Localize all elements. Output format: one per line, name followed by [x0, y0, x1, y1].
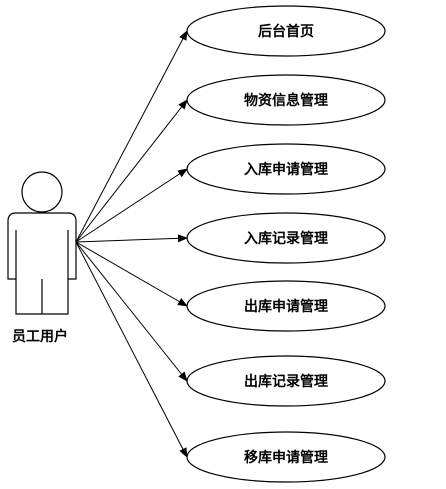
use-case-ellipse: [186, 431, 386, 483]
use-case-5: 出库申请管理: [186, 280, 386, 332]
actor-body: [7, 212, 77, 315]
actor-head: [21, 171, 63, 213]
use-case-label: 入库记录管理: [244, 230, 328, 247]
use-case-ellipse: [186, 355, 386, 407]
use-case-label: 移库申请管理: [244, 449, 328, 466]
use-case-7: 移库申请管理: [186, 431, 386, 483]
use-case-4: 入库记录管理: [186, 212, 386, 264]
use-case-2: 物资信息管理: [186, 74, 386, 126]
use-case-ellipse: [186, 212, 386, 264]
use-case-label: 后台首页: [258, 23, 314, 40]
actor-label: 员工用户: [12, 328, 68, 345]
use-case-3: 入库申请管理: [186, 143, 386, 195]
use-case-ellipse: [186, 143, 386, 195]
association-line-5: [75, 241, 188, 307]
association-line-4: [75, 234, 188, 243]
use-case-1: 后台首页: [186, 5, 386, 57]
association-line-7: [75, 241, 188, 458]
use-case-6: 出库记录管理: [186, 355, 386, 407]
actor-figure: [7, 171, 77, 315]
association-line-1: [75, 30, 188, 243]
use-case-label: 出库申请管理: [244, 298, 328, 315]
use-case-label: 物资信息管理: [244, 92, 328, 109]
association-line-3: [75, 168, 188, 243]
use-case-ellipse: [186, 5, 386, 57]
association-line-6: [75, 241, 188, 382]
use-case-label: 出库记录管理: [244, 373, 328, 390]
use-case-label: 入库申请管理: [244, 161, 328, 178]
associations: [75, 30, 188, 458]
use-case-ellipse: [186, 280, 386, 332]
association-line-2: [75, 99, 188, 243]
use-case-ellipse: [186, 74, 386, 126]
